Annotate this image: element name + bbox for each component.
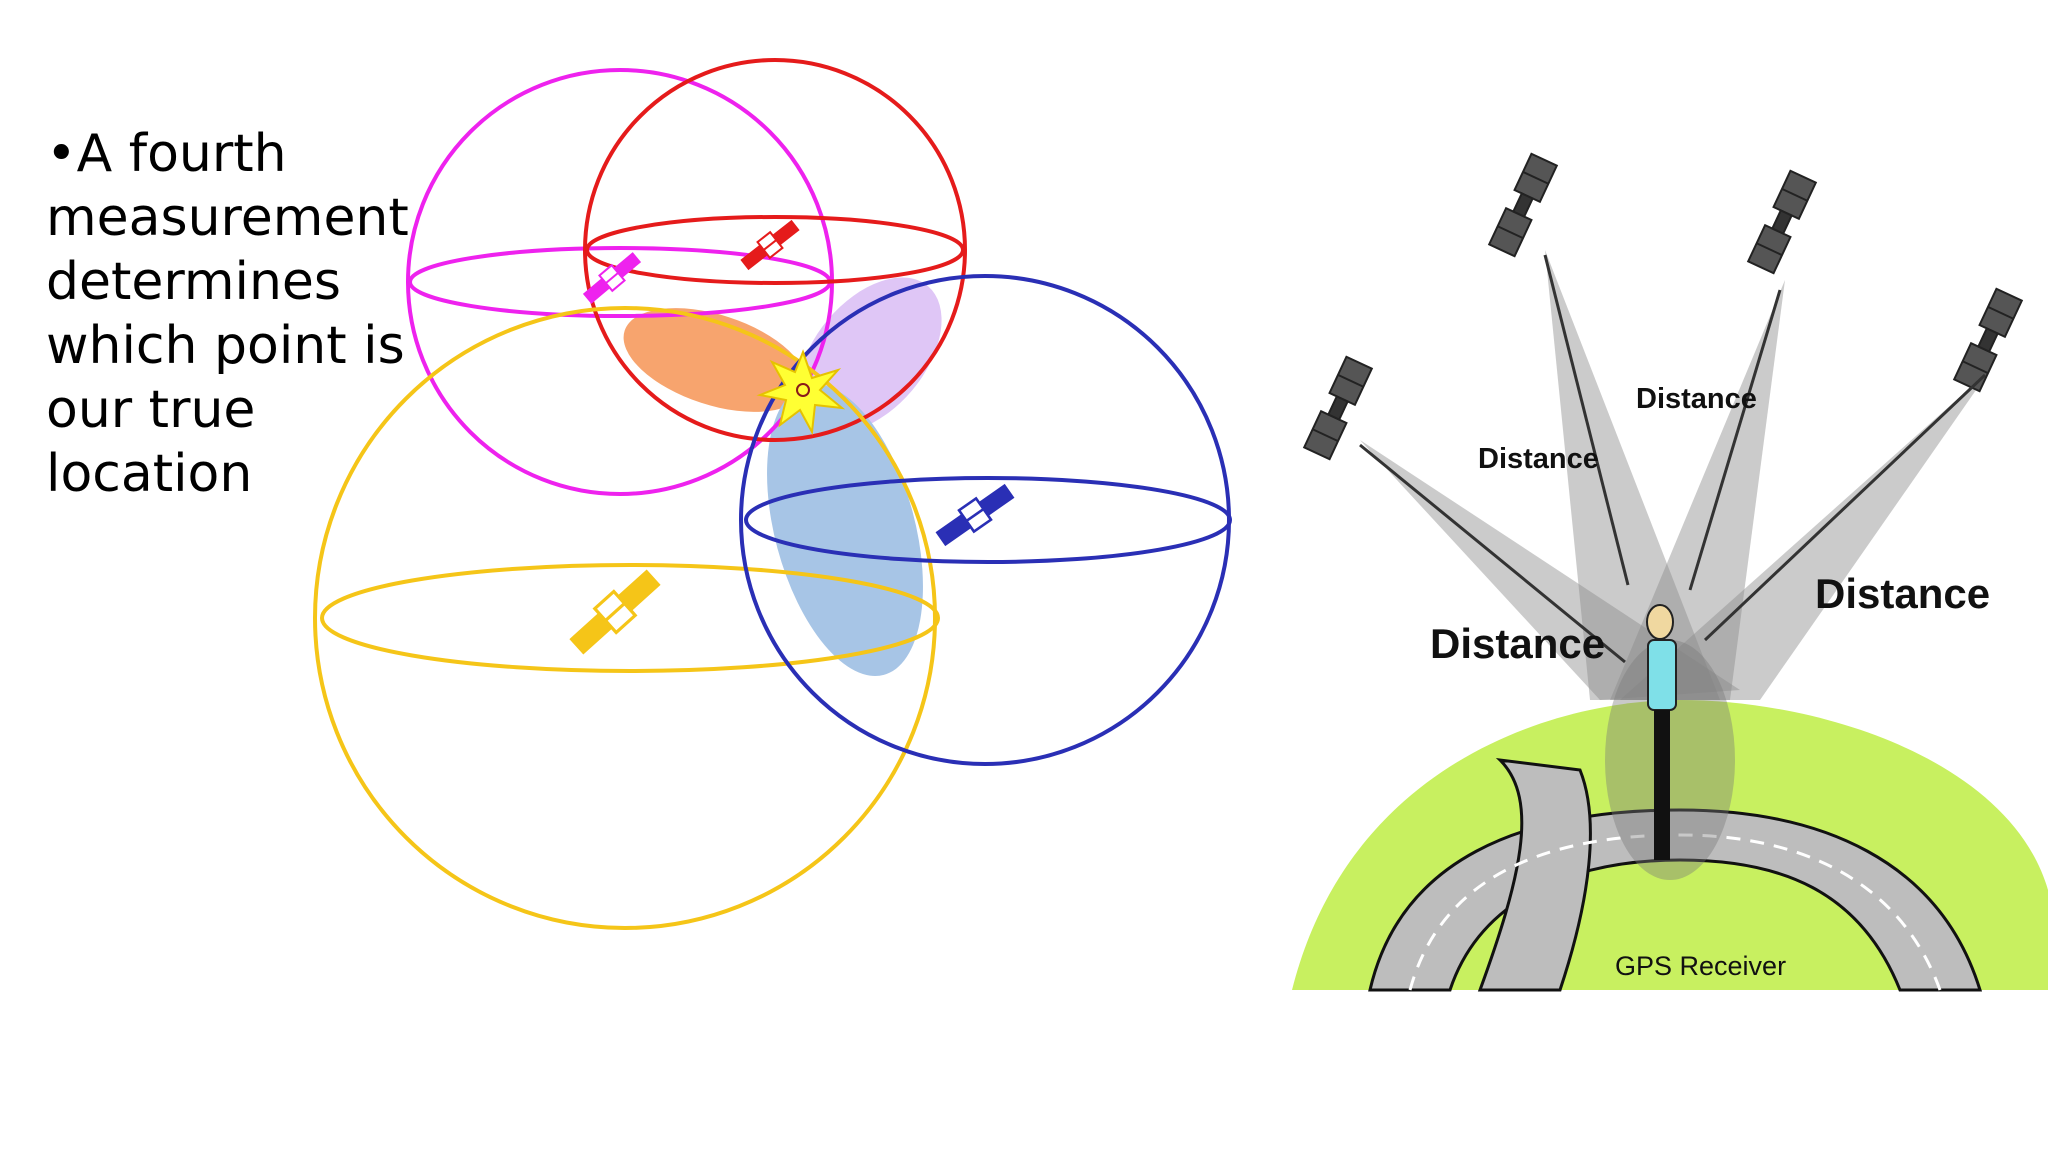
- beam-1: [1360, 440, 1740, 700]
- label-distance-top-center: Distance: [1636, 383, 1757, 415]
- gps-satellite-4-icon: [1953, 287, 2023, 393]
- label-distance-left: Distance: [1430, 620, 1605, 667]
- beam-2: [1545, 250, 1720, 700]
- overlap-orange: [623, 308, 807, 412]
- bullet-line-6: location: [46, 444, 253, 504]
- sphere-red: [583, 58, 967, 442]
- distance-arrow-4: [1703, 373, 1987, 642]
- beam-3: [1610, 280, 1785, 700]
- intersection-star-icon: [756, 349, 846, 436]
- bullet-line-1: •A fourth: [46, 124, 287, 184]
- road-branch: [1477, 757, 1592, 992]
- slide-bullet-text: •A fourth measurement determines which p…: [46, 122, 409, 506]
- sphere-blue: [739, 274, 1232, 766]
- distance-arrow-3: [1688, 289, 1782, 591]
- overlap-lightblue: [767, 383, 923, 677]
- bullet-line-5: our true: [46, 380, 256, 440]
- bullet-mark: •: [46, 124, 77, 184]
- road-dashes: [1408, 833, 1942, 991]
- gps-satellite-3-icon: [1747, 169, 1817, 275]
- bullet-line-2: measurement: [46, 188, 409, 248]
- bullet-line-4: which point is: [46, 316, 405, 376]
- label-distance-top-left: Distance: [1478, 443, 1599, 475]
- label-gps-receiver: GPS Receiver: [1615, 951, 1786, 981]
- distance-arrow-1: [1359, 443, 1626, 664]
- distance-arrow-2: [1543, 254, 1630, 586]
- bullet-line-3: determines: [46, 252, 341, 312]
- gps-satellite-2-icon: [1488, 152, 1558, 258]
- label-distance-right: Distance: [1815, 570, 1990, 617]
- true-location-marker: [796, 383, 810, 397]
- beam-4: [1620, 370, 1990, 700]
- person-receiver-icon: [1646, 604, 1677, 860]
- gps-satellite-1-icon: [1303, 355, 1373, 461]
- sphere-yellow: [313, 306, 940, 930]
